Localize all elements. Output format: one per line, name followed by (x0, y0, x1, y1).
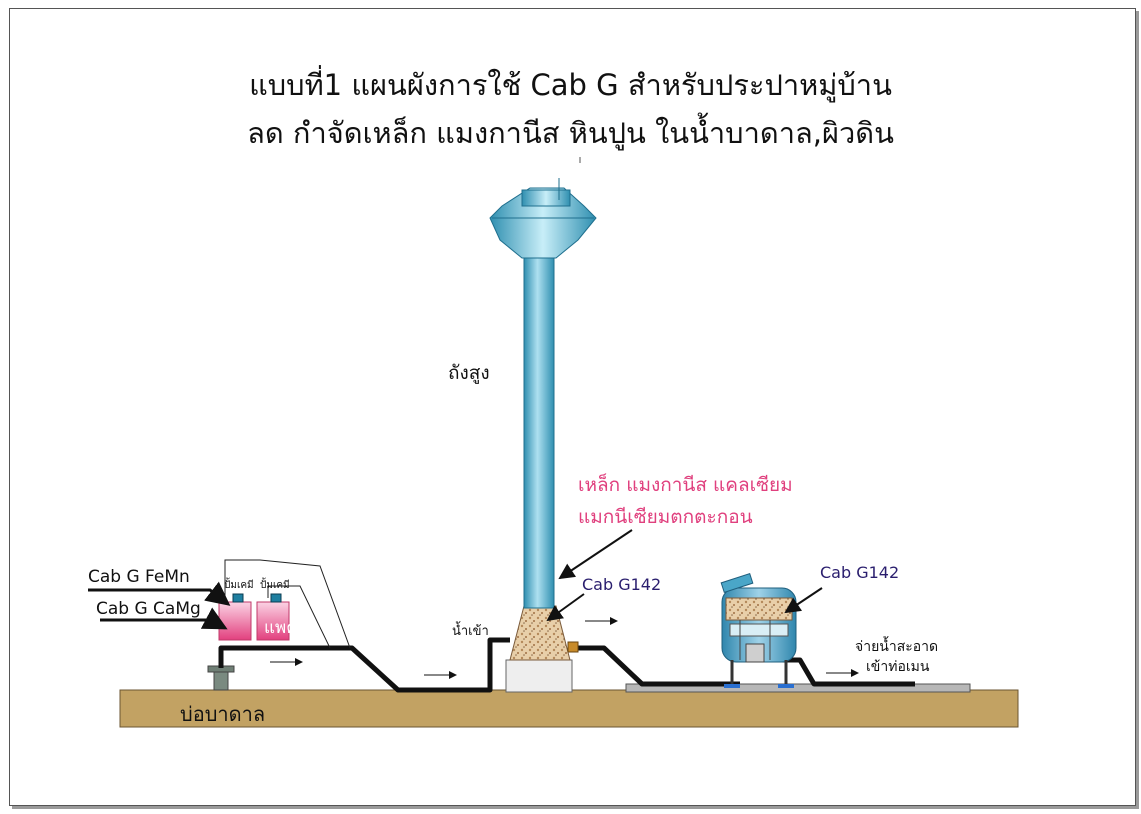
pump-1 (232, 593, 244, 603)
well-head (213, 669, 229, 691)
pump-2 (270, 593, 282, 603)
dosing-line-2 (267, 585, 331, 649)
outlet-pipe (570, 645, 740, 687)
tower-gravel-bed (509, 605, 571, 661)
callout-arrow-g142-filter (784, 587, 823, 614)
filter-media (725, 597, 793, 621)
dosing-line-1 (224, 559, 351, 649)
chemical-tank-femn (218, 601, 252, 641)
ground-strip (119, 689, 1019, 728)
filter-platform (625, 683, 971, 693)
tower-base (505, 659, 573, 693)
chemical-tank-camg (256, 601, 290, 641)
callout-arrow-precipitate (558, 529, 633, 580)
label-cab-g142-tower: Cab G142 (582, 575, 662, 594)
tower-pole (523, 257, 555, 609)
label-distribute-1: จ่ายน้ำสะอาด (855, 639, 939, 655)
label-pump-right: ปั้มเคมี (260, 580, 290, 591)
label-pump-left: ปั้มเคมี (224, 580, 254, 591)
title-line-2: ลด กำจัดเหล็ก แมงกานีส หินปูน ในน้ำบาดาล… (247, 116, 894, 150)
label-water-inlet: น้ำเข้า (452, 624, 489, 639)
label-precipitate-2: แมกนีเซียมตกตะกอน (578, 506, 753, 528)
label-cab-g-femn: Cab G FeMn (88, 567, 190, 587)
callout-arrow-femn (88, 581, 231, 606)
filter-lid (720, 572, 754, 594)
label-high-tank: ถังสูง (448, 362, 490, 384)
label-well: บ่อบาดาล (180, 702, 266, 726)
title-line-1: แบบที่1 แผนผังการใช้ Cab G สำหรับประปาหม… (249, 68, 892, 102)
callout-arrow-g142-tower (546, 593, 585, 622)
label-cab-g-camg: Cab G CaMg (96, 599, 201, 619)
callout-arrow-camg (100, 607, 228, 630)
label-distribute-2: เข้าท่อเมน (866, 659, 930, 675)
label-pack: แพค (264, 618, 298, 638)
label-cab-g142-filter: Cab G142 (820, 563, 900, 582)
label-precipitate-1: เหล็ก แมงกานีส แคลเซียม (578, 474, 793, 496)
inlet-pipe (218, 637, 510, 693)
